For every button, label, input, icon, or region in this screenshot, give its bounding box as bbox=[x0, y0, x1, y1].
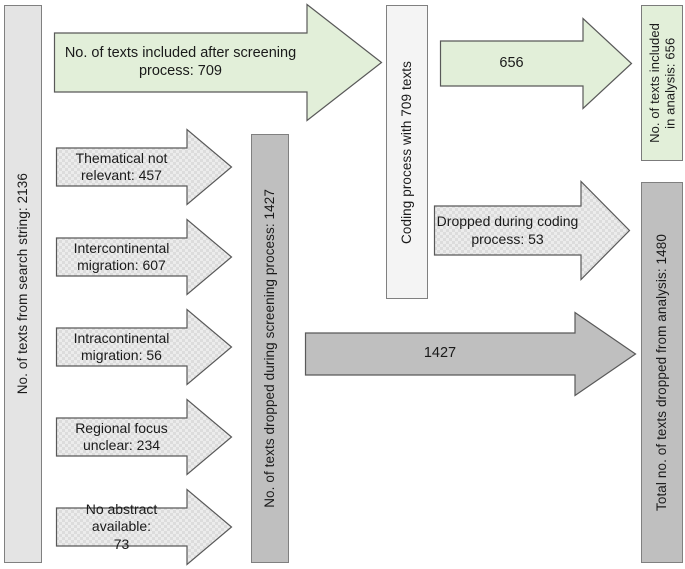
bar-coding-process: Coding process with 709 texts bbox=[386, 5, 428, 299]
arrow-dropped-coding: Dropped during coding process: 53 bbox=[433, 180, 631, 281]
bar-total-dropped-label: Total no. of texts dropped from analysis… bbox=[654, 233, 670, 511]
arrow-screened-in: No. of texts included after screening pr… bbox=[53, 3, 383, 122]
bar-dropped-screening-label: No. of texts dropped during screening pr… bbox=[262, 189, 278, 508]
bar-included-analysis-label: No. of texts included in analysis: 656 bbox=[646, 23, 677, 143]
arrow-exclusion-4: Regional focus unclear: 234 bbox=[55, 398, 233, 476]
bar-source-texts: No. of texts from search string: 2136 bbox=[4, 5, 42, 563]
bar-coding-process-label: Coding process with 709 texts bbox=[399, 60, 415, 244]
bar-source-texts-label: No. of texts from search string: 2136 bbox=[15, 173, 31, 395]
bar-total-dropped: Total no. of texts dropped from analysis… bbox=[641, 182, 683, 563]
arrow-exclusion-5: No abstract available: 73 bbox=[55, 488, 233, 566]
bar-included-analysis: No. of texts included in analysis: 656 bbox=[641, 5, 683, 161]
arrow-total-dropped-flow: 1427 bbox=[304, 311, 637, 397]
bar-dropped-screening: No. of texts dropped during screening pr… bbox=[251, 134, 289, 563]
arrow-exclusion-1: Thematical not relevant: 457 bbox=[55, 128, 233, 206]
arrow-exclusion-2: Intercontinental migration: 607 bbox=[55, 218, 233, 296]
arrow-exclusion-3: Intracontinental migration: 56 bbox=[55, 308, 233, 386]
arrow-coded-included: 656 bbox=[439, 17, 633, 110]
